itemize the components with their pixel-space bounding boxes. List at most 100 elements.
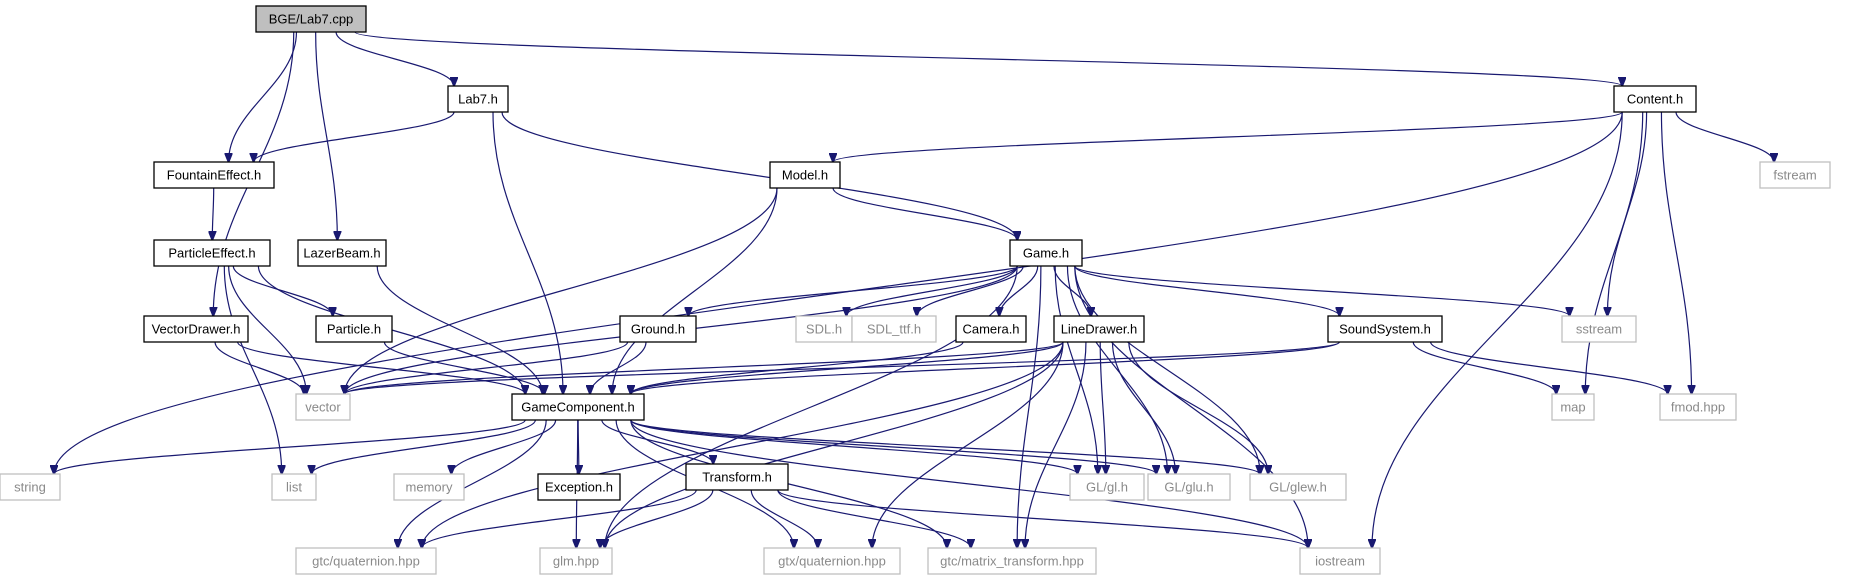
edge-linedrawer-to-vector xyxy=(345,341,1064,394)
node-label: LineDrawer.h xyxy=(1061,322,1138,337)
node-box xyxy=(255,5,367,33)
node-label: GameComponent.h xyxy=(521,400,634,415)
node-label: sstream xyxy=(1576,322,1622,337)
node-box xyxy=(685,463,789,491)
node-label: Exception.h xyxy=(545,480,613,495)
node-contenth[interactable]: Content.h xyxy=(1613,85,1697,113)
edge-contenth-to-modelh xyxy=(833,111,1623,162)
node-groundh[interactable]: Ground.h xyxy=(619,315,697,343)
edge-gamecomponent-to-memory xyxy=(451,419,557,474)
edge-lab7h-to-gameh xyxy=(501,111,1017,240)
edge-transform-to-gtxquat xyxy=(750,489,818,548)
node-glmhpp: glm.hpp xyxy=(539,547,613,575)
node-particleh[interactable]: Particle.h xyxy=(315,315,393,343)
edge-vectordrawer-to-gamecomponent xyxy=(237,341,526,394)
node-glh: GL/gl.h xyxy=(1069,473,1145,501)
node-label: vector xyxy=(305,400,341,415)
node-lab7h[interactable]: Lab7.h xyxy=(447,85,509,113)
node-box xyxy=(795,315,853,343)
node-box xyxy=(1249,473,1347,501)
node-gamecomponent[interactable]: GameComponent.h xyxy=(511,393,645,421)
node-box xyxy=(447,85,509,113)
edge-gamecomponent-to-gtcquat xyxy=(398,419,547,548)
edge-modelh-to-gamecomponent xyxy=(612,187,778,394)
edge-groundh-to-vector xyxy=(345,341,629,394)
node-memory: memory xyxy=(393,473,465,501)
node-label: Lab7.h xyxy=(458,92,498,107)
node-particleeffect[interactable]: ParticleEffect.h xyxy=(153,239,271,267)
node-lazerbeam[interactable]: LazerBeam.h xyxy=(297,239,387,267)
edge-lab7cpp-to-contenth xyxy=(354,31,1622,86)
edge-linedrawer-to-gtcmat xyxy=(1025,341,1087,548)
node-fountain[interactable]: FountainEffect.h xyxy=(153,161,275,189)
edge-gameh-to-sdlh xyxy=(846,265,1018,316)
edge-soundsystem-to-vector xyxy=(345,341,1340,394)
node-box xyxy=(927,547,1097,575)
edge-lab7h-to-gamecomponent xyxy=(492,111,563,394)
node-label: SoundSystem.h xyxy=(1339,322,1431,337)
edge-lab7h-to-fountain xyxy=(254,111,455,162)
node-box xyxy=(295,547,437,575)
node-label: memory xyxy=(406,480,453,495)
node-sstream: sstream xyxy=(1561,315,1637,343)
edge-soundsystem-to-gamecomponent xyxy=(631,341,1340,394)
node-box xyxy=(1053,315,1145,343)
node-box xyxy=(0,473,61,501)
edge-contenth-to-fstream xyxy=(1675,111,1774,162)
node-exception[interactable]: Exception.h xyxy=(537,473,621,501)
node-box xyxy=(769,161,841,189)
edge-gamecomponent-to-gtcmat xyxy=(630,419,947,548)
edge-transform-to-iostream xyxy=(777,489,1308,548)
edge-gameh-to-sdlttf xyxy=(917,265,1024,316)
edge-gameh-to-sstream xyxy=(1074,265,1570,316)
node-gameh[interactable]: Game.h xyxy=(1009,239,1083,267)
node-map: map xyxy=(1551,393,1595,421)
edge-modelh-to-vector xyxy=(345,187,778,394)
edge-vectordrawer-to-vector xyxy=(214,341,304,394)
node-modelh[interactable]: Model.h xyxy=(769,161,841,189)
edge-contenth-to-string xyxy=(54,111,1623,474)
edge-gamecomponent-to-transform xyxy=(601,419,713,464)
edge-soundsystem-to-map xyxy=(1412,341,1556,394)
node-label: GL/glew.h xyxy=(1269,480,1327,495)
edge-gameh-to-glh xyxy=(1054,265,1098,474)
node-box xyxy=(1327,315,1443,343)
node-list: list xyxy=(271,473,317,501)
node-camerah[interactable]: Camera.h xyxy=(955,315,1027,343)
node-box xyxy=(763,547,901,575)
edge-contenth-to-map xyxy=(1585,111,1644,394)
node-label: gtc/matrix_transform.hpp xyxy=(940,554,1084,569)
edge-lab7cpp-to-lab7h xyxy=(335,31,454,86)
node-vector: vector xyxy=(295,393,351,421)
node-label: BGE/Lab7.cpp xyxy=(269,12,354,27)
node-linedrawer[interactable]: LineDrawer.h xyxy=(1053,315,1145,343)
edge-gamecomponent-to-gluh xyxy=(630,419,1156,474)
node-glewh: GL/glew.h xyxy=(1249,473,1347,501)
edge-gameh-to-iostream xyxy=(1074,265,1308,548)
edge-camerah-to-gamecomponent xyxy=(631,341,964,394)
node-box xyxy=(537,473,621,501)
node-vectordrawer[interactable]: VectorDrawer.h xyxy=(143,315,249,343)
node-label: GL/glu.h xyxy=(1164,480,1213,495)
node-label: GL/gl.h xyxy=(1086,480,1128,495)
node-label: Transform.h xyxy=(702,470,772,485)
node-box xyxy=(297,239,387,267)
node-lab7cpp[interactable]: BGE/Lab7.cpp xyxy=(255,5,367,33)
node-label: SDL.h xyxy=(806,322,842,337)
node-box xyxy=(1759,161,1831,189)
node-gtxquat: gtx/quaternion.hpp xyxy=(763,547,901,575)
node-transform[interactable]: Transform.h xyxy=(685,463,789,491)
node-fstream: fstream xyxy=(1759,161,1831,189)
node-label: gtx/quaternion.hpp xyxy=(778,554,886,569)
node-soundsystem[interactable]: SoundSystem.h xyxy=(1327,315,1443,343)
node-gtcmat: gtc/matrix_transform.hpp xyxy=(927,547,1097,575)
edge-contenth-to-iostream xyxy=(1372,111,1623,548)
node-label: ParticleEffect.h xyxy=(168,246,255,261)
node-box xyxy=(619,315,697,343)
node-box xyxy=(1147,473,1231,501)
node-label: VectorDrawer.h xyxy=(152,322,241,337)
edge-gameh-to-gtcmat xyxy=(1017,265,1042,548)
edge-particleeffect-to-vector xyxy=(228,265,307,394)
